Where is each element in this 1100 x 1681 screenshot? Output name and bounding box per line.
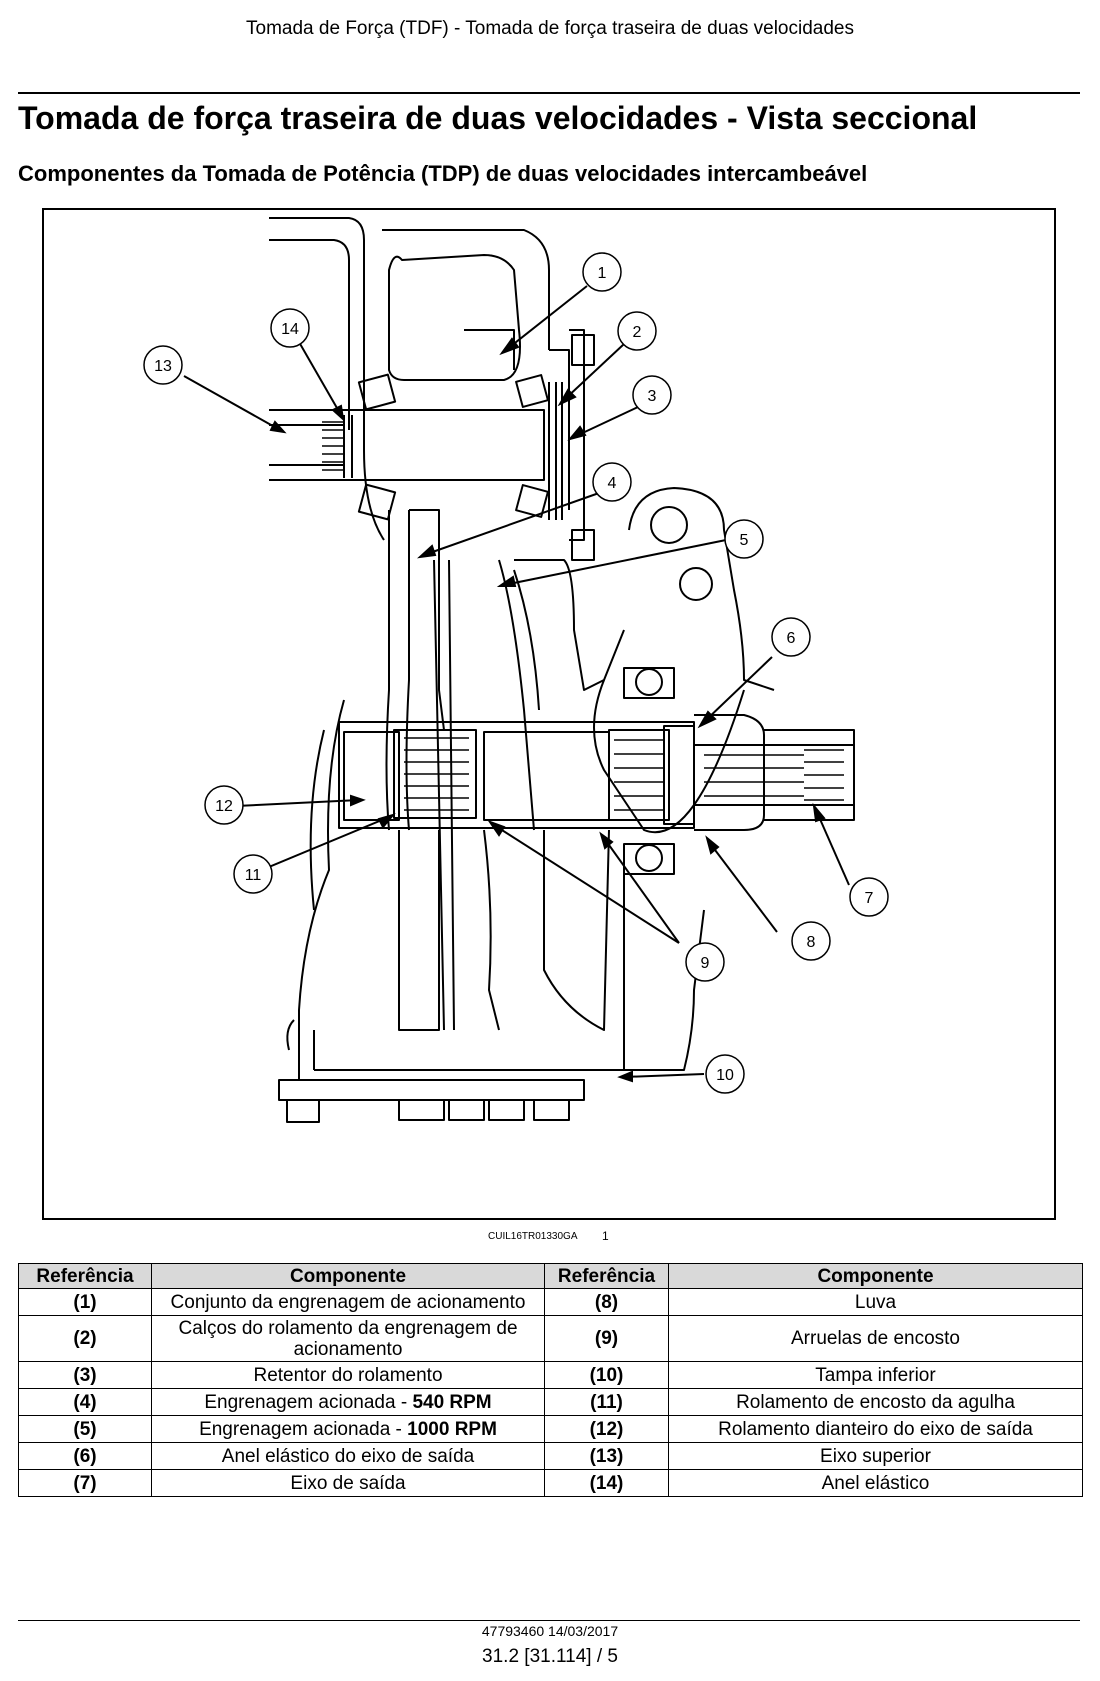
callout-8: 8 bbox=[791, 921, 831, 961]
svg-text:14: 14 bbox=[281, 321, 299, 338]
reference-cell: (5) bbox=[18, 1415, 152, 1443]
component-cell: Conjunto da engrenagem de acionamento bbox=[151, 1288, 545, 1316]
svg-text:10: 10 bbox=[716, 1067, 734, 1084]
callout-1: 1 bbox=[582, 252, 622, 292]
rpm-value: 1000 RPM bbox=[407, 1418, 497, 1440]
table-header-row: Referência Componente Referência Compone… bbox=[18, 1263, 1083, 1289]
header-component-left: Componente bbox=[151, 1263, 545, 1289]
component-cell: Retentor do rolamento bbox=[151, 1361, 545, 1389]
reference-cell: (9) bbox=[544, 1315, 669, 1362]
reference-cell: (3) bbox=[18, 1361, 152, 1389]
component-text: Engrenagem acionada - bbox=[199, 1418, 408, 1440]
component-cell: Eixo superior bbox=[668, 1442, 1083, 1470]
figure-code: CUIL16TR01330GA bbox=[488, 1231, 578, 1242]
component-cell: Eixo de saída bbox=[151, 1469, 545, 1497]
reference-cell: (14) bbox=[544, 1469, 669, 1497]
callout-9: 9 bbox=[685, 942, 725, 982]
component-cell: Luva bbox=[668, 1288, 1083, 1316]
svg-text:4: 4 bbox=[608, 475, 617, 492]
reference-cell: (2) bbox=[18, 1315, 152, 1362]
component-cell: Engrenagem acionada - 1000 RPM bbox=[151, 1415, 545, 1443]
svg-text:7: 7 bbox=[865, 890, 874, 907]
callout-10: 10 bbox=[705, 1054, 745, 1094]
callout-3: 3 bbox=[632, 375, 672, 415]
table-row: (4) Engrenagem acionada - 540 RPM (11) R… bbox=[18, 1388, 1083, 1416]
reference-cell: (6) bbox=[18, 1442, 152, 1470]
component-cell: Tampa inferior bbox=[668, 1361, 1083, 1389]
components-table: Referência Componente Referência Compone… bbox=[18, 1263, 1083, 1497]
svg-text:1: 1 bbox=[598, 265, 607, 282]
reference-cell: (8) bbox=[544, 1288, 669, 1316]
svg-text:8: 8 bbox=[807, 934, 816, 951]
component-cell: Rolamento de encosto da agulha bbox=[668, 1388, 1083, 1416]
running-header: Tomada de Força (TDF) - Tomada de força … bbox=[246, 18, 854, 39]
table-row: (5) Engrenagem acionada - 1000 RPM (12) … bbox=[18, 1415, 1083, 1443]
component-cell: Rolamento dianteiro do eixo de saída bbox=[668, 1415, 1083, 1443]
section-subtitle: Componentes da Tomada de Potência (TDP) … bbox=[18, 161, 868, 186]
footer-page-number: 31.2 [31.114] / 5 bbox=[482, 1646, 618, 1667]
reference-cell: (13) bbox=[544, 1442, 669, 1470]
table-row: (1) Conjunto da engrenagem de acionament… bbox=[18, 1288, 1083, 1316]
table-row: (2) Calços do rolamento da engrenagem de… bbox=[18, 1315, 1083, 1362]
svg-text:5: 5 bbox=[740, 532, 749, 549]
svg-text:13: 13 bbox=[154, 358, 172, 375]
header-rule bbox=[18, 92, 1080, 94]
reference-cell: (1) bbox=[18, 1288, 152, 1316]
table-row: (3) Retentor do rolamento (10) Tampa inf… bbox=[18, 1361, 1083, 1389]
component-cell: Arruelas de encosto bbox=[668, 1315, 1083, 1362]
callout-14: 14 bbox=[270, 308, 310, 348]
svg-text:2: 2 bbox=[633, 324, 642, 341]
svg-text:11: 11 bbox=[245, 867, 262, 884]
svg-text:9: 9 bbox=[701, 955, 710, 972]
table-row: (6) Anel elástico do eixo de saída (13) … bbox=[18, 1442, 1083, 1470]
reference-cell: (4) bbox=[18, 1388, 152, 1416]
footer-document-number: 47793460 14/03/2017 bbox=[481, 1623, 619, 1639]
callout-6: 6 bbox=[771, 617, 811, 657]
reference-cell: (11) bbox=[544, 1388, 669, 1416]
callout-12: 12 bbox=[204, 785, 244, 825]
callout-13: 13 bbox=[143, 345, 183, 385]
svg-text:3: 3 bbox=[648, 388, 657, 405]
header-component-right: Componente bbox=[668, 1263, 1083, 1289]
component-text: Engrenagem acionada - bbox=[204, 1391, 413, 1413]
reference-cell: (12) bbox=[544, 1415, 669, 1443]
component-cell: Calços do rolamento da engrenagem de aci… bbox=[151, 1315, 545, 1362]
technical-drawing bbox=[269, 217, 855, 1123]
leader-lines bbox=[183, 285, 850, 1083]
header-reference-right: Referência bbox=[544, 1263, 669, 1289]
callout-markers: 1 2 3 4 5 6 7 8 9 10 11 12 13 14 bbox=[143, 252, 889, 1094]
svg-text:6: 6 bbox=[787, 630, 796, 647]
footer-rule bbox=[18, 1620, 1080, 1621]
sectional-view-figure: 1 2 3 4 5 6 7 8 9 10 11 12 13 14 bbox=[42, 208, 1056, 1220]
callout-7: 7 bbox=[849, 877, 889, 917]
page-title: Tomada de força traseira de duas velocid… bbox=[18, 100, 978, 136]
callout-5: 5 bbox=[724, 519, 764, 559]
header-reference-left: Referência bbox=[18, 1263, 152, 1289]
svg-text:12: 12 bbox=[215, 798, 233, 815]
reference-cell: (10) bbox=[544, 1361, 669, 1389]
table-row: (7) Eixo de saída (14) Anel elástico bbox=[18, 1469, 1083, 1497]
rpm-value: 540 RPM bbox=[412, 1391, 492, 1413]
component-cell: Engrenagem acionada - 540 RPM bbox=[151, 1388, 545, 1416]
figure-number: 1 bbox=[602, 1229, 609, 1243]
reference-cell: (7) bbox=[18, 1469, 152, 1497]
component-cell: Anel elástico bbox=[668, 1469, 1083, 1497]
component-cell: Anel elástico do eixo de saída bbox=[151, 1442, 545, 1470]
callout-11: 11 bbox=[233, 854, 273, 894]
callout-4: 4 bbox=[592, 462, 632, 502]
callout-2: 2 bbox=[617, 311, 657, 351]
